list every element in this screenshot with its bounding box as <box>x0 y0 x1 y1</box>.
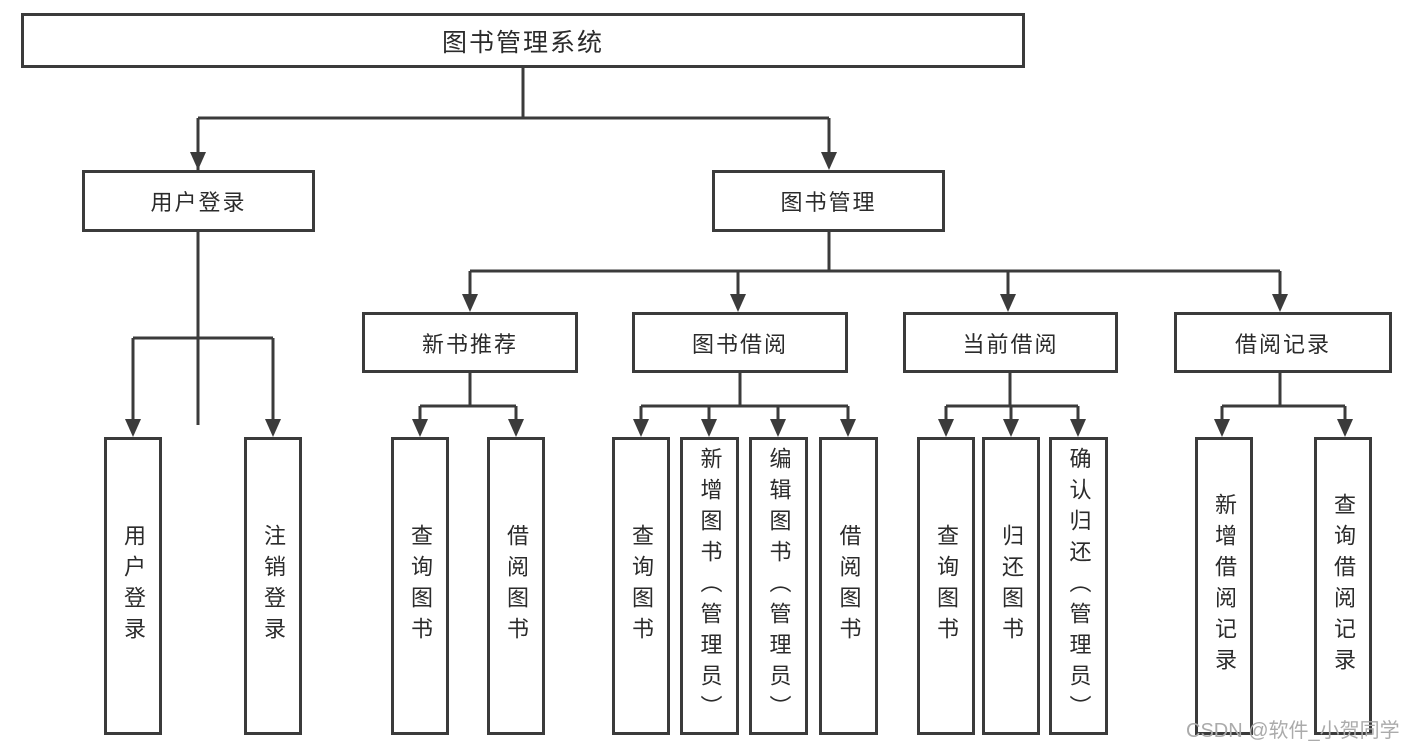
leaf-confirm-return-admin: 确认归还（管理员） <box>1049 437 1108 735</box>
leaf-query-borrow-record: 查询借阅记录 <box>1314 437 1372 735</box>
leaf-label: 编辑图书（管理员） <box>766 446 792 726</box>
leaf-label: 查询图书 <box>629 524 654 648</box>
node-book-borrowing: 图书借阅 <box>632 312 848 373</box>
leaf-label: 借阅图书 <box>836 524 862 648</box>
leaf-label: 新增借阅记录 <box>1212 493 1237 679</box>
leaf-label: 查询图书 <box>408 524 433 648</box>
leaf-label: 注销登录 <box>261 524 286 648</box>
leaf-label: 归还图书 <box>999 524 1024 648</box>
node-label: 图书借阅 <box>691 331 788 357</box>
node-borrowing-records: 借阅记录 <box>1174 312 1392 373</box>
node-label: 借阅记录 <box>1234 331 1331 357</box>
node-library-management-system: 图书管理系统 <box>21 13 1025 68</box>
leaf-label: 确认归还（管理员） <box>1066 446 1092 726</box>
node-current-borrowing: 当前借阅 <box>903 312 1118 373</box>
node-label: 图书管理系统 <box>441 28 604 57</box>
node-label: 当前借阅 <box>962 331 1059 357</box>
node-label: 用户登录 <box>150 190 247 215</box>
leaf-query-books-current: 查询图书 <box>917 437 975 735</box>
leaf-label: 查询图书 <box>934 524 959 648</box>
leaf-label: 新增图书（管理员） <box>697 446 723 726</box>
leaf-add-borrow-record: 新增借阅记录 <box>1195 437 1253 735</box>
node-label: 新书推荐 <box>421 331 518 357</box>
leaf-borrow-books: 借阅图书 <box>819 437 878 735</box>
node-label: 图书管理 <box>780 190 877 215</box>
leaf-add-books-admin: 新增图书（管理员） <box>680 437 739 735</box>
node-new-book-recommend: 新书推荐 <box>362 312 578 373</box>
leaf-user-login: 用户登录 <box>104 437 162 735</box>
leaf-label: 用户登录 <box>121 524 146 648</box>
leaf-label: 借阅图书 <box>504 524 529 648</box>
leaf-return-books: 归还图书 <box>982 437 1040 735</box>
leaf-label: 查询借阅记录 <box>1331 493 1356 679</box>
node-user-login: 用户登录 <box>82 170 315 232</box>
leaf-edit-books-admin: 编辑图书（管理员） <box>749 437 808 735</box>
leaf-query-books-recommend: 查询图书 <box>391 437 449 735</box>
leaf-borrow-books-recommend: 借阅图书 <box>487 437 545 735</box>
node-book-management: 图书管理 <box>712 170 945 232</box>
leaf-logout: 注销登录 <box>244 437 302 735</box>
csdn-watermark: CSDN @软件_小贺同学 <box>1186 720 1400 742</box>
leaf-query-books-borrow: 查询图书 <box>612 437 670 735</box>
